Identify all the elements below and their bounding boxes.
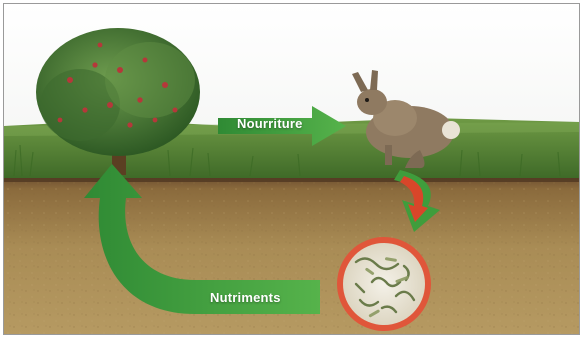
nutrients-label: Nutriments <box>210 290 281 305</box>
food-label: Nourriture <box>237 116 303 131</box>
microorganisms-icon <box>337 237 431 331</box>
